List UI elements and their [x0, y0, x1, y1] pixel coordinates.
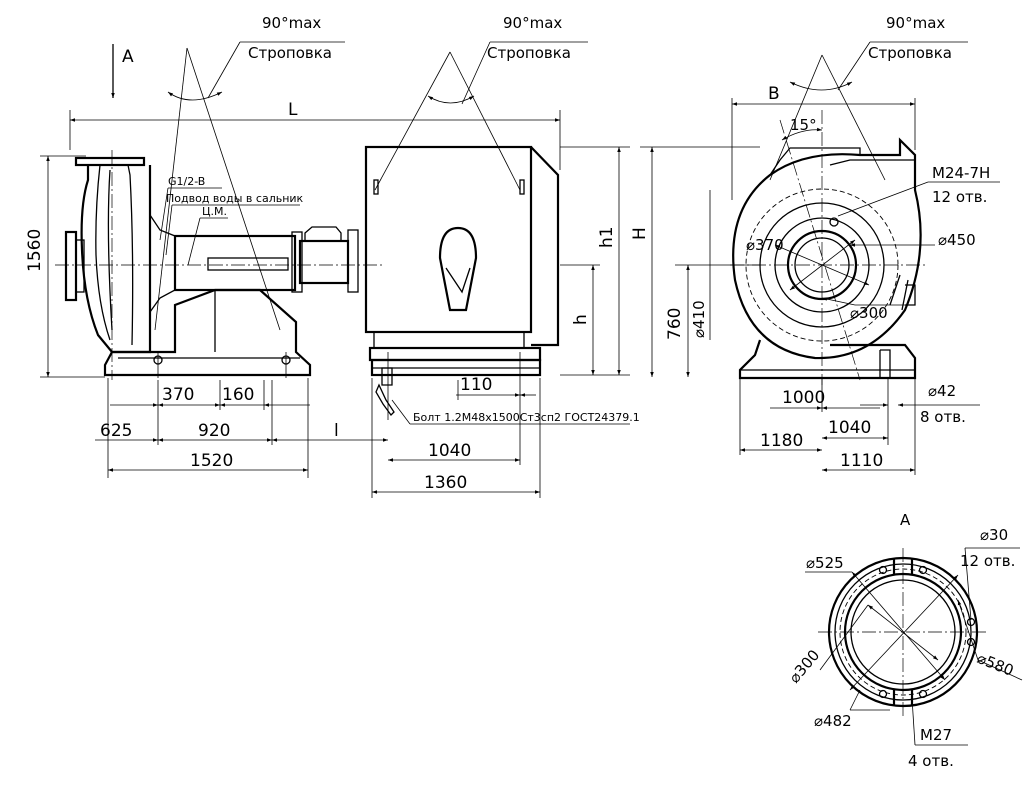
m24-holes: 12 отв.	[932, 188, 987, 206]
dim-d42-holes: 8 отв.	[920, 408, 966, 426]
dim-1040-side: 1040	[828, 418, 871, 438]
coupling	[298, 239, 350, 285]
pump-base-frame	[103, 288, 312, 377]
bolt-callout: Болт 1.2М48х1500Ст3сп2 ГОСТ24379.1	[413, 411, 640, 424]
dim-d42: ⌀42	[928, 382, 956, 400]
dim-1520: 1520	[190, 451, 233, 471]
dim-H: H	[630, 227, 650, 240]
dim-1000: 1000	[782, 388, 825, 408]
dim-d482: ⌀482	[814, 712, 852, 730]
dim-d525: ⌀525	[806, 554, 844, 572]
m27-thread: М27	[920, 726, 952, 744]
pump-side-view: 90°max Строповка B 15° М24-7Н 12 отв. ⌀3…	[665, 14, 1000, 475]
dim-d300-a: ⌀300	[785, 646, 823, 686]
dim-h1: h1	[597, 226, 617, 248]
dim-110: 110	[460, 375, 492, 395]
dim-d30-holes: 12 отв.	[960, 552, 1015, 570]
pump-discharge-flange	[74, 156, 146, 167]
terminal-box	[438, 226, 478, 312]
dim-d30: ⌀30	[980, 526, 1008, 544]
front-view-dimensions: L 1560 370 160 625 920 l 1520 110 1040	[25, 100, 760, 498]
dim-625: 625	[100, 421, 132, 441]
dim-1180: 1180	[760, 431, 803, 451]
dim-370: 370	[162, 385, 194, 405]
water-supply-callout: Подвод воды в сальник	[166, 192, 304, 205]
dim-h: h	[571, 314, 591, 325]
dim-1110: 1110	[840, 451, 883, 471]
pump-casing	[80, 165, 152, 354]
motor-front-view: Болт 1.2М48х1500Ст3сп2 ГОСТ24379.1 90°ma…	[364, 14, 640, 425]
dim-760: 760	[665, 308, 685, 340]
view-a-title: A	[900, 511, 911, 529]
foundation-bolt	[375, 367, 395, 416]
sling-label: Строповка	[868, 44, 952, 62]
dim-1360: 1360	[424, 473, 467, 493]
m27-holes: 4 отв.	[908, 752, 954, 770]
m24-thread: М24-7Н	[932, 164, 990, 182]
pump-suction-flange	[64, 230, 78, 302]
center-mass-label: Ц.М.	[202, 205, 227, 218]
sling-angle-label: 90°max	[503, 14, 562, 32]
dim-L: L	[288, 100, 298, 120]
dim-d450: ⌀450	[938, 231, 976, 249]
dim-d580: ⌀580	[975, 649, 1017, 680]
dim-l: l	[334, 421, 339, 441]
dim-B: B	[768, 84, 780, 104]
dim-1560: 1560	[25, 229, 45, 272]
dim-d300: ⌀300	[850, 304, 888, 322]
angle-15: 15°	[790, 116, 817, 134]
pump-front-view: A 90°max Ст	[55, 14, 385, 380]
dim-1040: 1040	[428, 441, 471, 461]
sling-angle-label: 90°max	[262, 14, 321, 32]
sling-label: Строповка	[248, 44, 332, 62]
side-view-base	[738, 339, 917, 380]
sling-angle-label: 90°max	[886, 14, 945, 32]
dim-160: 160	[222, 385, 254, 405]
dim-d410: ⌀410	[690, 300, 708, 338]
thread-callout: G1/2-B	[168, 175, 205, 188]
view-a-arrow-label: A	[122, 47, 134, 67]
dim-920: 920	[198, 421, 230, 441]
sling-label: Строповка	[487, 44, 571, 62]
view-a-flange: A ⌀525 ⌀300 ⌀482 ⌀580 ⌀30 12 отв.	[785, 511, 1023, 770]
dim-d370: ⌀370	[746, 236, 784, 254]
